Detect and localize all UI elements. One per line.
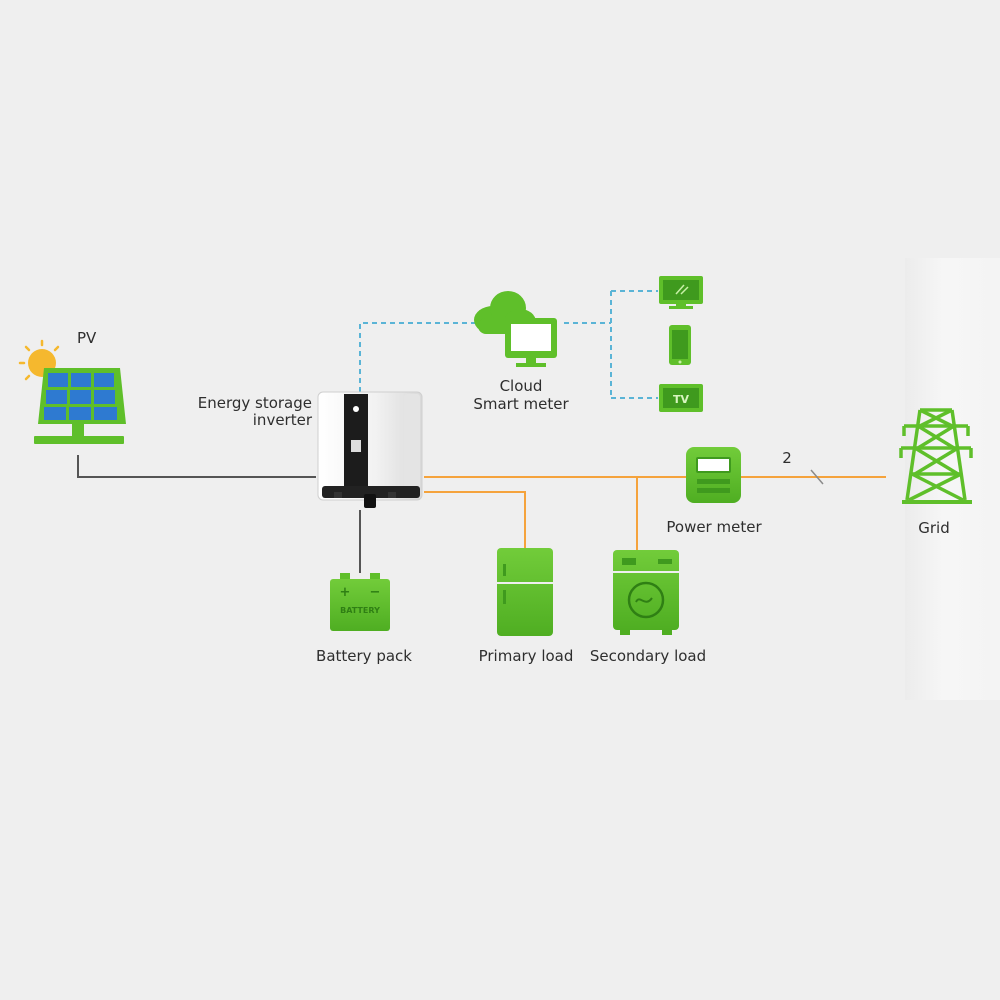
data-connection-lines xyxy=(359,290,658,399)
inverter-label-line1: Energy storage xyxy=(197,394,312,412)
primary-load-label: Primary load xyxy=(478,647,574,665)
primary-load-line xyxy=(424,491,526,548)
inverter-label-line2: inverter xyxy=(252,411,312,429)
ac-connection-lines xyxy=(424,469,886,550)
phone-icon xyxy=(669,325,691,365)
solar-panel-icon xyxy=(34,368,126,444)
tv-text: TV xyxy=(673,393,690,406)
battery-text: BATTERY xyxy=(340,606,380,615)
inverter-to-cloud-line xyxy=(359,322,475,392)
cloud-label: Cloud xyxy=(499,377,543,395)
pv-to-inverter-line xyxy=(77,455,316,478)
dc-connection-lines xyxy=(77,455,361,573)
phase-tick xyxy=(810,469,824,485)
inverter-icon xyxy=(317,391,423,508)
phase-count-label: 2 xyxy=(782,449,792,467)
secondary-load-label: Secondary load xyxy=(589,647,707,665)
tv-icon: TV xyxy=(659,384,703,412)
grid-tower-icon xyxy=(899,408,973,504)
smart-meter-label: Smart meter xyxy=(473,395,569,413)
battery-plus: + xyxy=(340,585,351,600)
monitor-icon xyxy=(505,318,557,367)
grid-label: Grid xyxy=(918,519,950,537)
washing-machine-icon xyxy=(613,550,679,635)
laptop-icon xyxy=(659,276,703,309)
power-meter-icon xyxy=(686,447,741,503)
power-meter-label: Power meter xyxy=(666,518,762,536)
battery-icon: + − BATTERY xyxy=(330,573,390,631)
battery-pack-label: Battery pack xyxy=(316,647,412,665)
battery-minus: − xyxy=(370,585,381,600)
refrigerator-icon xyxy=(497,548,553,636)
pv-label: PV xyxy=(77,329,97,347)
